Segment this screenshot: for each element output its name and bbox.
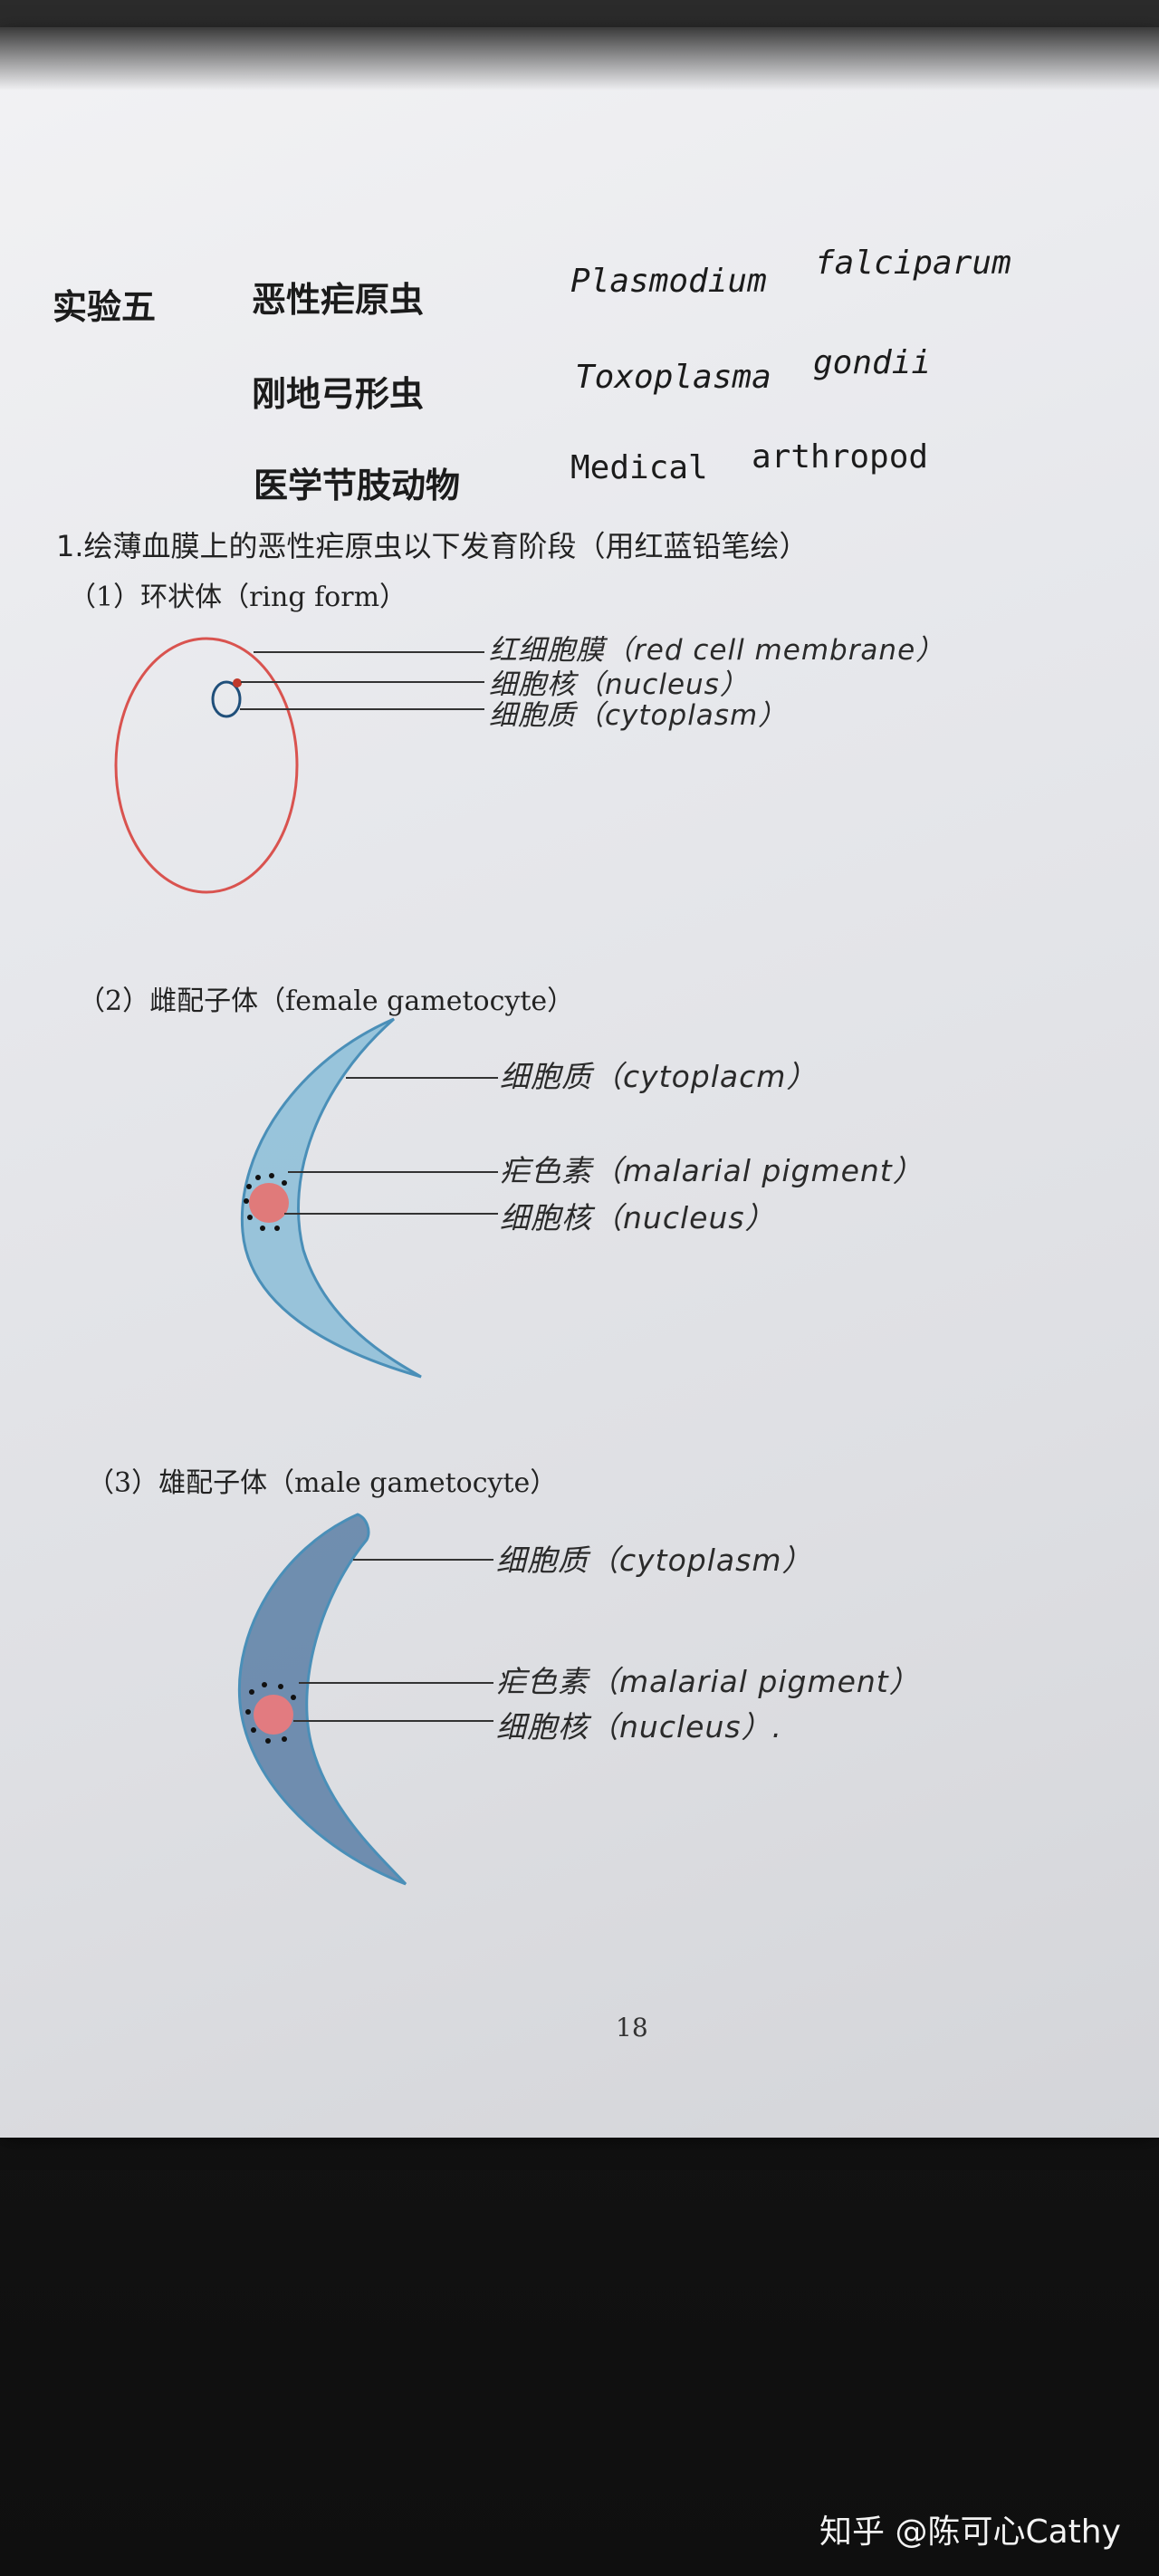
female-gametocyte-drawing xyxy=(240,1017,498,1379)
pigment-dot xyxy=(291,1695,296,1700)
question-text: 1.绘薄血膜上的恶性疟原虫以下发育阶段（用红蓝铅笔绘） xyxy=(56,529,809,563)
pigment-dot xyxy=(245,1709,251,1715)
red-cell-membrane-outline xyxy=(114,637,299,894)
page-fold-shadow xyxy=(0,27,1159,91)
pigment-dot xyxy=(247,1215,253,1220)
male-gametocyte-drawing xyxy=(237,1513,493,1886)
ring-label-cytoplasm: 细胞质（cytoplasm） xyxy=(489,699,788,732)
ring-form-drawing xyxy=(114,637,484,894)
header-row-3-species: arthropod xyxy=(752,438,929,476)
pigment-dot xyxy=(260,1226,265,1231)
ring-nucleus xyxy=(233,678,242,687)
pigment-dot xyxy=(282,1180,287,1186)
header-row-1-cn: 恶性疟原虫 xyxy=(252,280,425,320)
header-row-2-species: gondii xyxy=(813,344,932,381)
ring-label-nucleus: 细胞核（nucleus） xyxy=(489,668,749,701)
crescent-body xyxy=(237,1513,407,1886)
page-number: 18 xyxy=(616,2013,648,2043)
pigment-dot xyxy=(278,1684,283,1689)
header-row-2-cn: 刚地弓形虫 xyxy=(252,374,425,414)
crescent-body xyxy=(240,1017,422,1379)
worksheet-page xyxy=(0,27,1159,2138)
stage-3-title: （3）雄配子体（male gametocyte） xyxy=(87,1467,558,1499)
header-row-3-cn: 医学节肢动物 xyxy=(254,466,461,505)
pigment-dot xyxy=(269,1173,274,1178)
header-row-1-species: falciparum xyxy=(815,245,1011,282)
watermark: 知乎 @陈可心Cathy xyxy=(819,2514,1121,2551)
pigment-dot xyxy=(265,1738,271,1744)
ring-cytoplasm xyxy=(211,680,242,718)
stage-2-title: （2）雌配子体（female gametocyte） xyxy=(78,985,575,1017)
pigment-dot xyxy=(246,1184,252,1189)
experiment-label: 实验五 xyxy=(53,287,157,327)
female-label-pigment: 疟色素（malarial pigment） xyxy=(500,1153,924,1188)
pigment-dot xyxy=(244,1198,249,1204)
female-label-cytoplasm: 细胞质（cytoplacm） xyxy=(500,1059,818,1094)
ring-label-membrane: 红细胞膜（red cell membrane） xyxy=(489,634,945,667)
pigment-dot xyxy=(251,1727,256,1733)
nucleus-blob xyxy=(254,1695,293,1735)
nucleus-blob xyxy=(249,1183,289,1223)
header-row-2-genus: Toxoplasma xyxy=(575,359,771,396)
header-row-3-genus: Medical xyxy=(570,449,708,486)
pigment-dot xyxy=(255,1175,261,1180)
pigment-dot xyxy=(249,1689,254,1695)
male-label-cytoplasm: 细胞质（cytoplasm） xyxy=(496,1543,813,1578)
header-row-1-genus: Plasmodium xyxy=(570,263,767,300)
pigment-dot xyxy=(274,1226,280,1231)
pigment-dot xyxy=(282,1736,287,1742)
female-label-nucleus: 细胞核（nucleus） xyxy=(500,1200,776,1235)
male-label-nucleus: 细胞核（nucleus）. xyxy=(496,1709,783,1745)
pigment-dot xyxy=(262,1682,267,1687)
male-label-pigment: 疟色素（malarial pigment） xyxy=(496,1664,920,1699)
stage-1-title: （1）环状体（ring form） xyxy=(69,582,407,613)
